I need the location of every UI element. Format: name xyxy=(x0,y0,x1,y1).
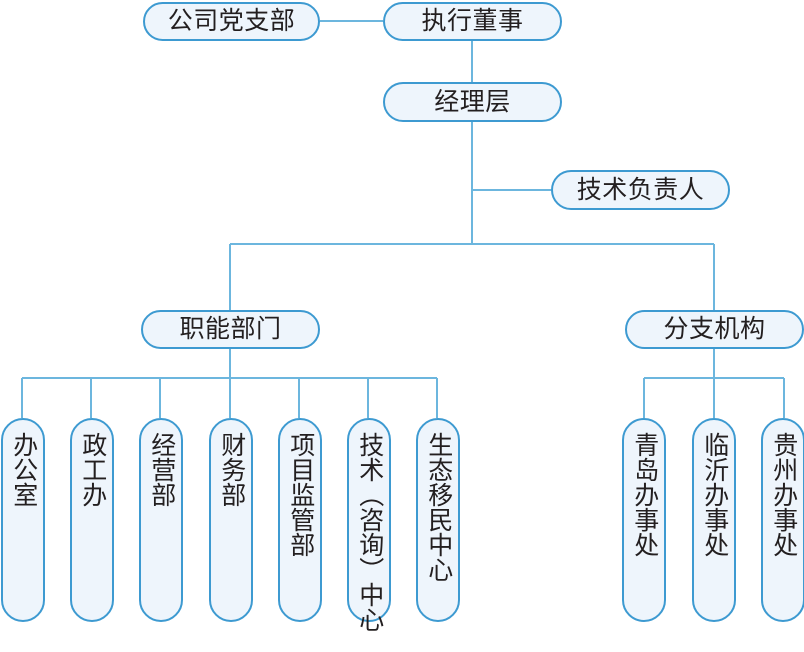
node-branch-child[interactable]: 贵州办事处 xyxy=(761,418,804,622)
node-functional-child-label: 生态移民中心 xyxy=(424,432,453,582)
node-branch-child-label: 临沂办事处 xyxy=(700,432,729,557)
node-functional-departments-label: 职能部门 xyxy=(179,315,282,343)
node-manager-level-label: 经理层 xyxy=(434,87,511,116)
node-functional-child-label: 经营部 xyxy=(147,432,176,507)
node-branch-child[interactable]: 青岛办事处 xyxy=(622,418,666,622)
node-branch-child-label: 贵州办事处 xyxy=(769,432,798,557)
node-functional-child[interactable]: 生态移民中心 xyxy=(416,418,460,622)
node-technical-lead[interactable]: 技术负责人 xyxy=(551,170,730,210)
node-functional-child-label: 技术（咨询）中心 xyxy=(355,432,384,632)
node-technical-lead-label: 技术负责人 xyxy=(576,175,705,204)
node-executive-director-label: 执行董事 xyxy=(421,7,524,35)
node-branch-organizations-label: 分支机构 xyxy=(663,315,766,343)
node-functional-child[interactable]: 办公室 xyxy=(1,418,45,622)
node-functional-child-label: 办公室 xyxy=(9,432,38,507)
node-functional-child-label: 项目监管部 xyxy=(286,432,315,557)
node-functional-child[interactable]: 项目监管部 xyxy=(278,418,322,622)
node-functional-child[interactable]: 财务部 xyxy=(209,418,253,622)
node-functional-child-label: 政工办 xyxy=(78,432,107,507)
node-party-branch[interactable]: 公司党支部 xyxy=(143,2,320,41)
node-functional-child[interactable]: 政工办 xyxy=(70,418,114,622)
node-branch-child[interactable]: 临沂办事处 xyxy=(692,418,736,622)
node-executive-director[interactable]: 执行董事 xyxy=(383,2,562,41)
node-branch-child-label: 青岛办事处 xyxy=(630,432,659,557)
node-functional-child-label: 财务部 xyxy=(217,432,246,507)
node-manager-level[interactable]: 经理层 xyxy=(383,82,562,122)
node-functional-departments[interactable]: 职能部门 xyxy=(141,310,320,349)
node-branch-organizations[interactable]: 分支机构 xyxy=(625,310,804,349)
node-party-branch-label: 公司党支部 xyxy=(167,7,296,35)
node-functional-child[interactable]: 技术（咨询）中心 xyxy=(347,418,391,632)
node-functional-child[interactable]: 经营部 xyxy=(139,418,183,622)
